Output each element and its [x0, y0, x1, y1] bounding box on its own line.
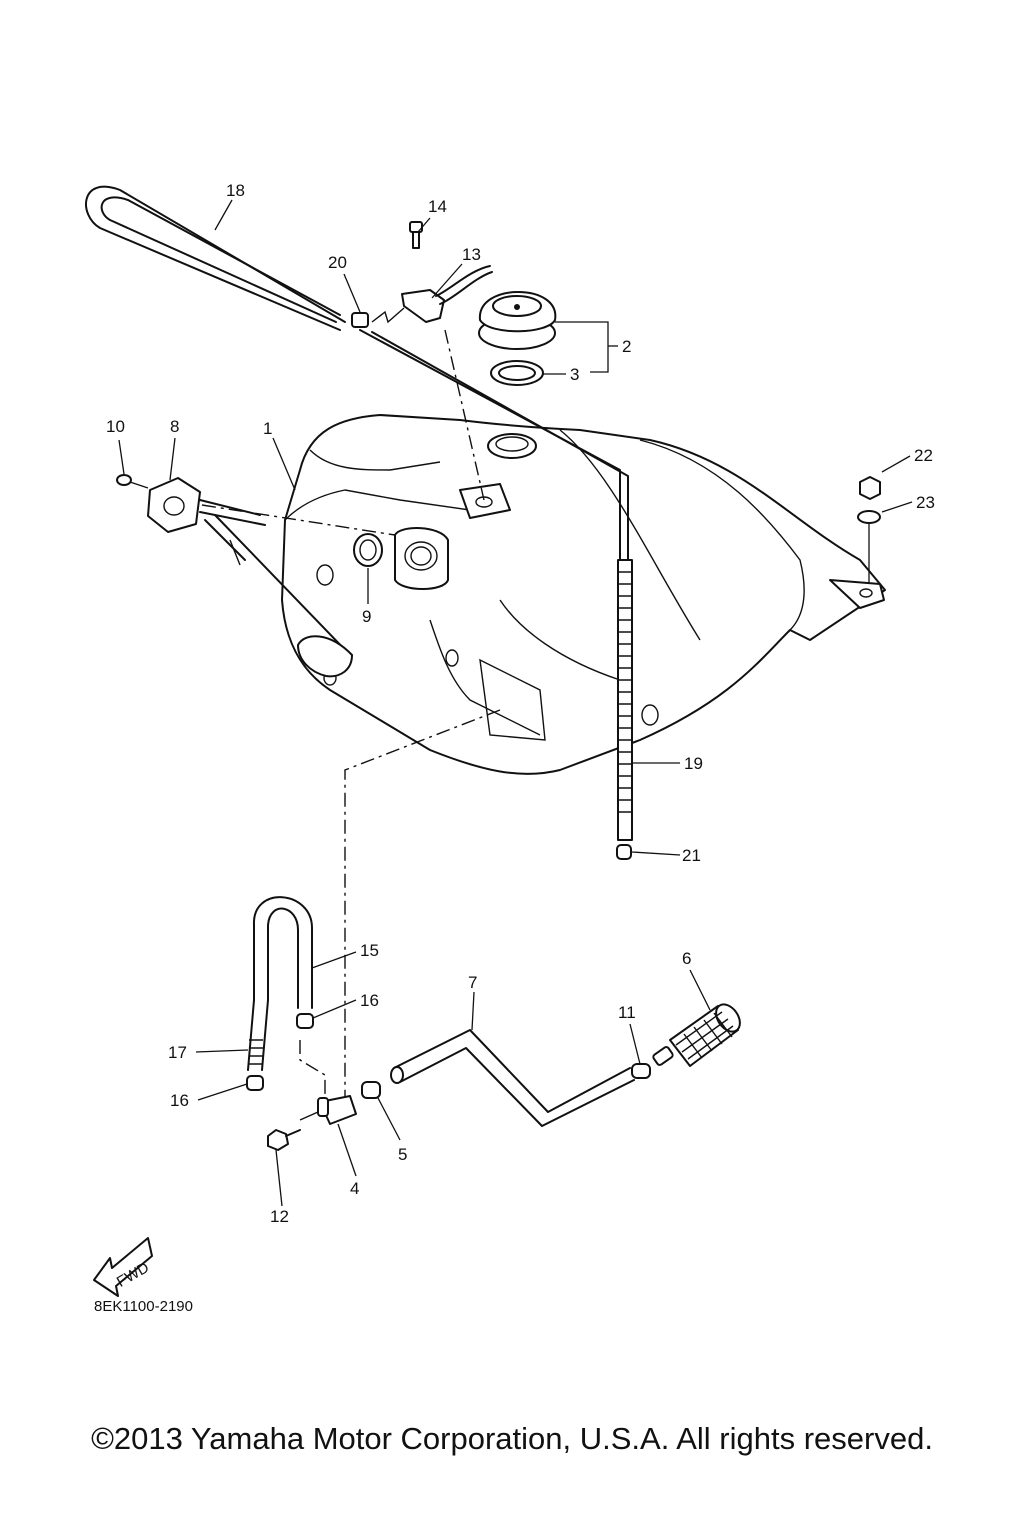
- callout-12: 12: [270, 1207, 289, 1226]
- part-17-drain-hose: [247, 999, 269, 1071]
- part-14-bolt: [409, 221, 423, 249]
- callout-21: 21: [682, 846, 701, 865]
- part-6-fuel-filter: [652, 1003, 741, 1067]
- sender-axis-line: [201, 504, 396, 536]
- fwd-arrow-icon: FWD: [93, 1237, 153, 1297]
- callout-13: 13: [462, 245, 481, 264]
- callout-15: 15: [360, 941, 379, 960]
- part-2-fuel-cap: [478, 291, 557, 350]
- part-21-clip: [616, 844, 632, 860]
- vent-axis-line: [444, 329, 485, 501]
- drawing-code: 8EK1100-2190: [94, 1298, 193, 1315]
- part-10-screw: [116, 474, 149, 489]
- callout-19: 19: [684, 754, 703, 773]
- callout-labels: 18 14 20 13 2 3 10 8 1 9 22 23 19 21 15 …: [106, 181, 935, 1226]
- callout-5: 5: [398, 1145, 407, 1164]
- part-22-nut: [859, 476, 881, 500]
- callout-7: 7: [468, 973, 477, 992]
- callout-22: 22: [914, 446, 933, 465]
- part-7-fuel-pipe: [390, 1029, 635, 1127]
- part-16-clip-lower: [246, 1075, 264, 1091]
- callout-18: 18: [226, 181, 245, 200]
- part-11-clip: [631, 1063, 651, 1079]
- callout-16-upper: 16: [360, 991, 379, 1010]
- part-4-fuel-cock: [299, 1095, 357, 1125]
- copyright-notice: ©2013 Yamaha Motor Corporation, U.S.A. A…: [91, 1421, 933, 1456]
- part-5-collar: [361, 1081, 381, 1099]
- part-19-overflow-hose: [359, 329, 633, 841]
- part-8-fuel-sender: [147, 477, 353, 678]
- callout-10: 10: [106, 417, 125, 436]
- part-12-bolt: [267, 1129, 301, 1151]
- part-13-vent-fitting: [401, 265, 493, 323]
- callout-17: 17: [168, 1043, 187, 1062]
- leader-lines: [118, 199, 913, 1207]
- part-15-fuel-hose: [252, 896, 313, 1009]
- part-23-washer: [857, 510, 881, 524]
- part-1-fuel-tank: [281, 414, 886, 775]
- tank-gauge-mount: [394, 527, 449, 590]
- callout-2: 2: [622, 337, 631, 356]
- callout-16-lower: 16: [170, 1091, 189, 1110]
- callout-8: 8: [170, 417, 179, 436]
- callout-3: 3: [570, 365, 579, 384]
- callout-14: 14: [428, 197, 447, 216]
- part-20-clip: [351, 307, 405, 328]
- callout-6: 6: [682, 949, 691, 968]
- part-16-clip-upper: [296, 1013, 314, 1029]
- part-18-vent-hose: [85, 185, 346, 331]
- callout-11: 11: [618, 1003, 636, 1022]
- petcock-axis-line: [344, 709, 501, 1098]
- callout-4: 4: [350, 1179, 359, 1198]
- callout-1: 1: [263, 419, 272, 438]
- callout-20: 20: [328, 253, 347, 272]
- part-9-seal: [353, 533, 383, 567]
- hose-axis-line: [299, 1040, 326, 1098]
- callout-9: 9: [362, 607, 371, 626]
- part-3-cap-gasket: [490, 360, 544, 386]
- callout-23: 23: [916, 493, 935, 512]
